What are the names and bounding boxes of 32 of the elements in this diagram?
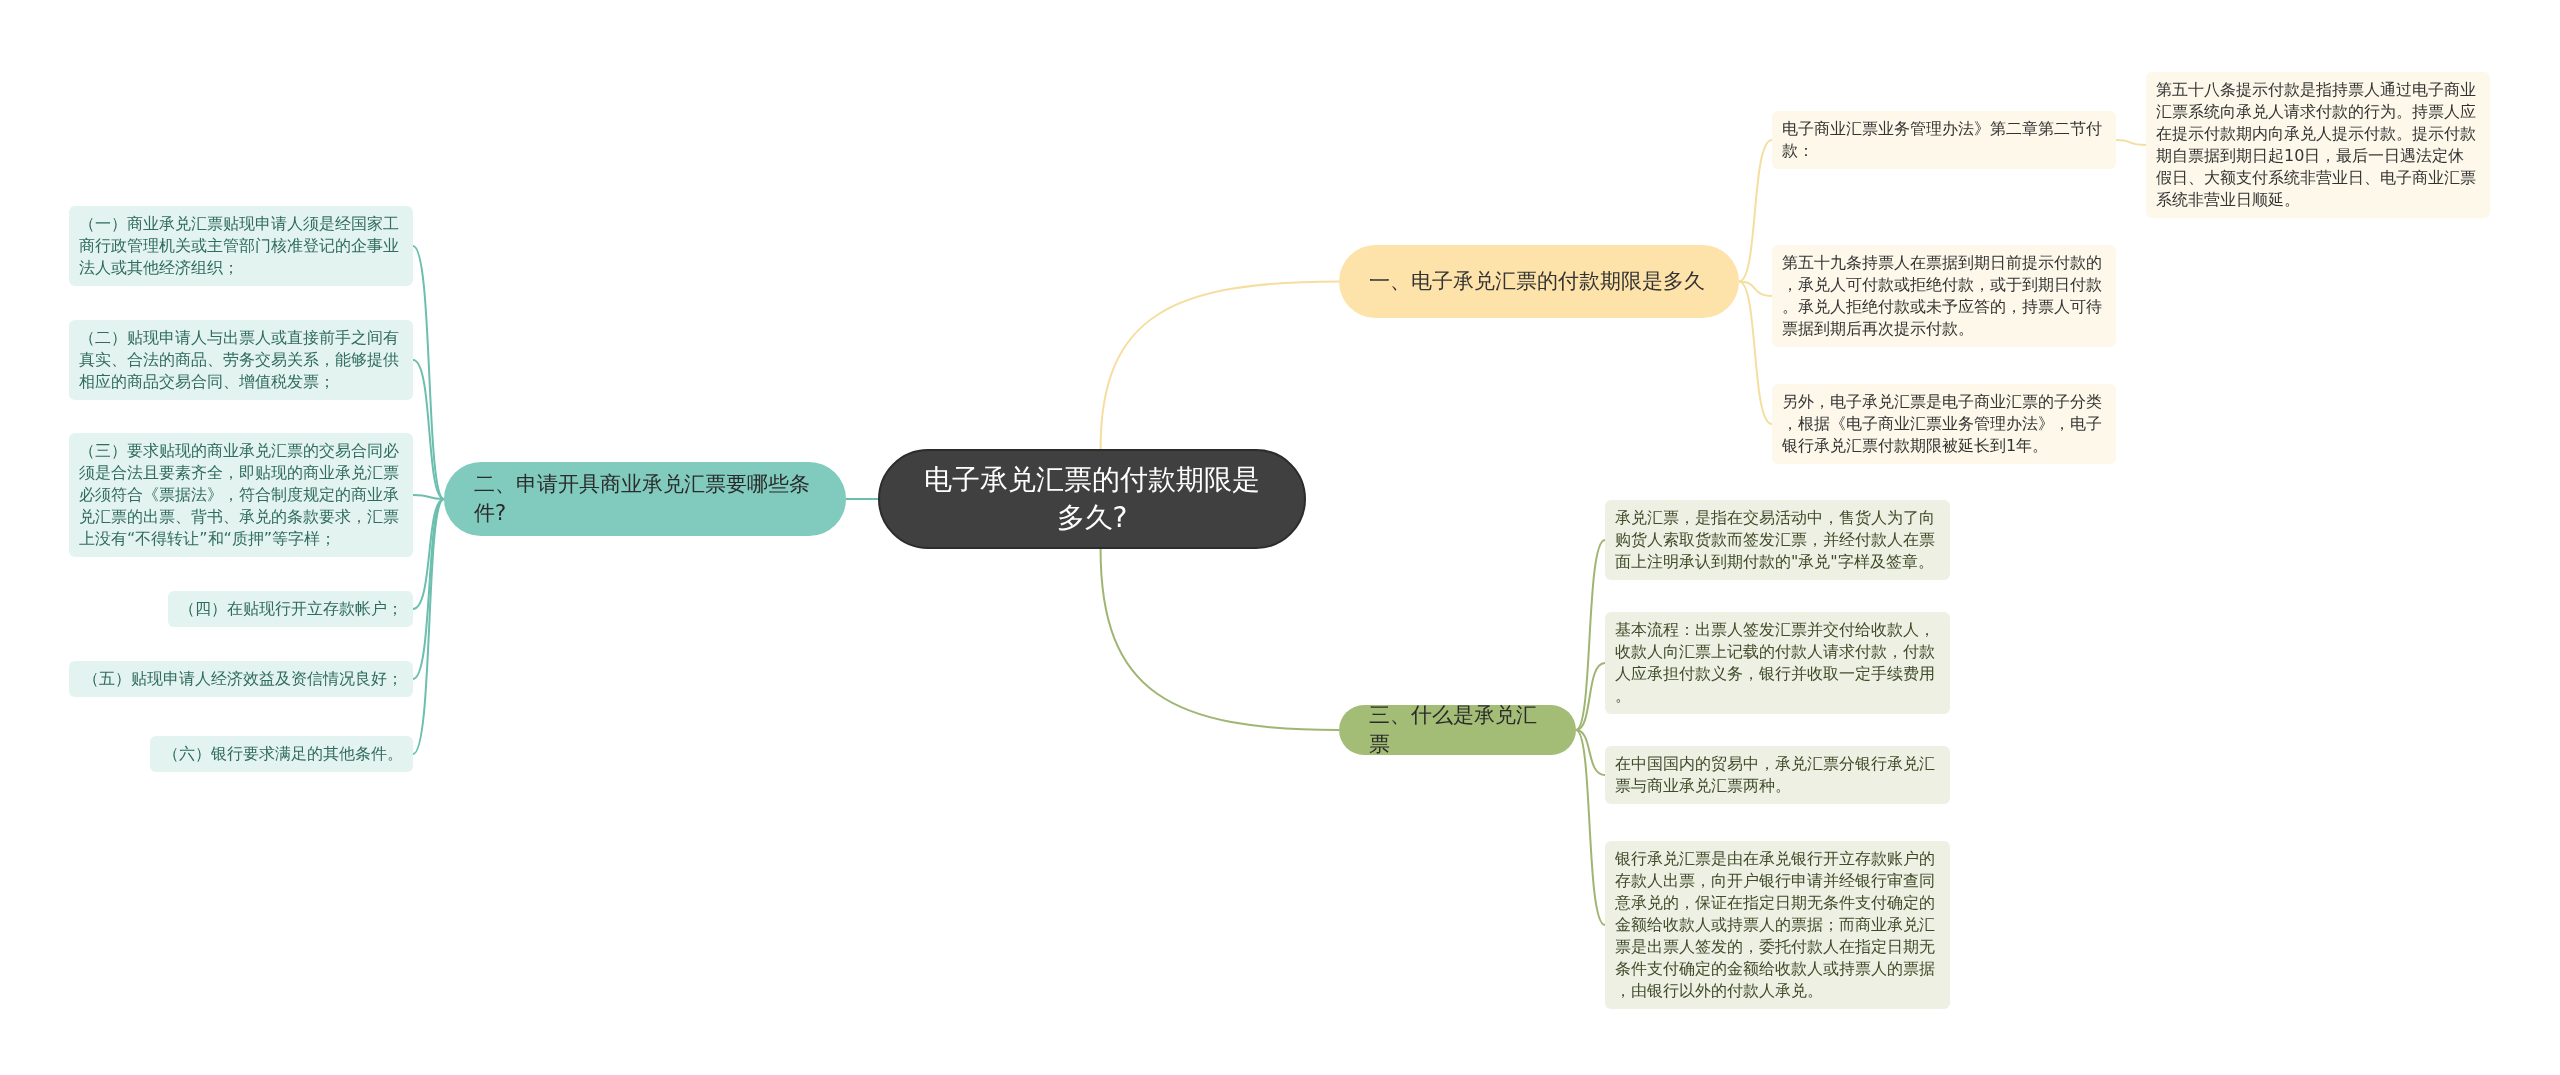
- central-topic: 电子承兑汇票的付款期限是多久?: [878, 449, 1306, 549]
- connector-line: [1575, 662, 1606, 731]
- note-box: 第五十九条持票人在票据到期日前提示付款的，承兑人可付款或拒绝付款，或于到期日付款。承兑人拒绝付款或未予应答的，持票人可待票据到期后再次提示付款。: [1772, 245, 2116, 347]
- note-box: 另外，电子承兑汇票是电子商业汇票的子分类，根据《电子商业汇票业务管理办法》，电子银行承兑汇票付款期限被延长到1年。: [1772, 384, 2116, 464]
- connector-line: [845, 498, 879, 500]
- connector-line: [412, 498, 445, 755]
- connector-line: [1575, 729, 1606, 776]
- note-box: （三）要求贴现的商业承兑汇票的交易合同必须是合法且要素齐全，即贴现的商业承兑汇票必须符合《票据法》，符合制度规定的商业承兑汇票的出票、背书、承兑的条款要求，汇票上没有“不得转让”和“质押”等字样；: [69, 433, 413, 557]
- connector-line: [1738, 139, 1773, 283]
- topic-box: 二、申请开具商业承兑汇票要哪些条件?: [444, 462, 846, 536]
- note-box: 承兑汇票，是指在交易活动中，售货人为了向购货人索取货款而签发汇票，并经付款人在票面上注明承认到期付款的"承兑"字样及签章。: [1605, 500, 1950, 580]
- connector-line: [2115, 139, 2147, 146]
- note-box: 基本流程：出票人签发汇票并交付给收款人，收款人向汇票上记载的付款人请求付款，付款人应承担付款义务，银行并收取一定手续费用。: [1605, 612, 1950, 714]
- note-box: 银行承兑汇票是由在承兑银行开立存款账户的存款人出票，向开户银行申请并经银行审查同意承兑的，保证在指定日期无条件支付确定的金额给收款人或持票人的票据；而商业承兑汇票是出票人签发的，委托付款人在指定日期无条件支付确定的金额给收款人或持票人的票据，由银行以外的付款人承兑。: [1605, 841, 1950, 1009]
- note-box: （二）贴现申请人与出票人或直接前手之间有真实、合法的商品、劳务交易关系，能够提供相应的商品交易合同、增值税发票；: [69, 320, 413, 400]
- connector-line: [412, 498, 445, 680]
- connector-line: [1738, 280, 1773, 425]
- note-box: （一）商业承兑汇票贴现申请人须是经国家工商行政管理机关或主管部门核准登记的企事业法人或其他经济组织；: [69, 206, 413, 286]
- connector-line: [1099, 280, 1340, 450]
- connector-line: [1575, 729, 1606, 926]
- note-box: （六）银行要求满足的其他条件。: [150, 736, 413, 772]
- connector-line: [412, 359, 445, 500]
- note-box: 第五十八条提示付款是指持票人通过电子商业汇票系统向承兑人请求付款的行为。持票人应在提示付款期内向承兑人提示付款。提示付款期自票据到期日起10日，最后一日遇法定休假日、大额支付系统非营业日、电子商业汇票系统非营业日顺延。: [2146, 72, 2490, 218]
- note-box: （五）贴现申请人经济效益及资信情况良好；: [69, 661, 413, 697]
- connector-line: [1575, 539, 1606, 731]
- note-box: 电子商业汇票业务管理办法》第二章第二节付款：: [1772, 111, 2116, 169]
- topic-box: 一、电子承兑汇票的付款期限是多久: [1339, 245, 1739, 318]
- note-box: 在中国国内的贸易中，承兑汇票分银行承兑汇票与商业承兑汇票两种。: [1605, 746, 1950, 804]
- note-box: （四）在贴现行开立存款帐户；: [168, 591, 413, 627]
- topic-box: 三、什么是承兑汇票: [1339, 705, 1576, 755]
- connector-line: [1099, 548, 1340, 731]
- connector-line: [412, 245, 445, 500]
